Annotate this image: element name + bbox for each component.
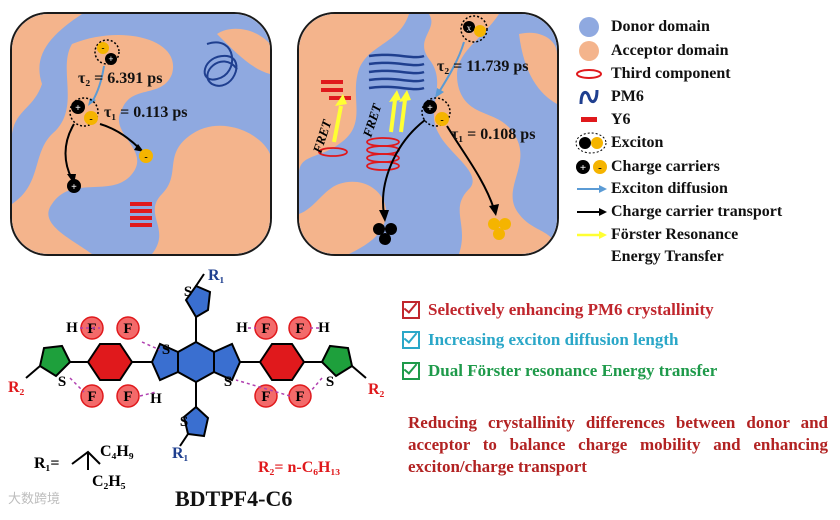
svg-text:H: H [236, 320, 248, 336]
svg-text:+: + [580, 162, 586, 174]
summary-text: Reducing crystallinity differences betwe… [408, 413, 828, 476]
svg-text:+: + [71, 182, 77, 193]
right-tau1-label: τ₁ = 0.108 ps [451, 126, 536, 143]
svg-text:F: F [123, 321, 132, 337]
pm6-icon [575, 86, 611, 108]
legend-item-acceptor: Acceptor domain [575, 40, 728, 62]
legend-item-y6: Y6 [575, 109, 631, 131]
r2-right-label: R₂ [368, 381, 385, 398]
check-item-fret: Dual Förster resonance Energy transfer [402, 361, 717, 381]
donor-domain-icon [575, 16, 611, 38]
y6-icon [575, 109, 611, 131]
charge-transport-icon [575, 201, 611, 223]
svg-text:+: + [108, 54, 113, 64]
svg-text:F: F [87, 389, 96, 405]
legend-item-exciton-diffusion: Exciton diffusion [575, 178, 728, 200]
svg-text:F: F [295, 389, 304, 405]
r2-left-label: R₂ [8, 379, 25, 396]
svg-text:S: S [180, 414, 188, 430]
legend-item-pm6: PM6 [575, 86, 644, 108]
r1-bottom-label: R₁ [172, 445, 189, 462]
svg-text:+: + [75, 103, 81, 114]
svg-text:H: H [318, 320, 330, 336]
checkbox-icon [402, 331, 420, 349]
fret-arrow-icon [575, 224, 611, 246]
legend-item-charge-carriers: +- Charge carriers [575, 156, 720, 178]
third-component-icon [575, 63, 611, 85]
svg-text:F: F [261, 321, 270, 337]
svg-text:-: - [598, 162, 602, 174]
svg-text:S: S [58, 374, 66, 390]
checkbox-icon [402, 362, 420, 380]
svg-text:F: F [123, 389, 132, 405]
svg-text:-: - [440, 115, 443, 126]
svg-text:H: H [66, 320, 78, 336]
r1-definition: R₁= [34, 455, 59, 472]
legend-item-charge-transport: Charge carrier transport [575, 201, 782, 223]
svg-text:H: H [150, 391, 162, 407]
right-morphology-drawing: FRET FRET x + - [299, 14, 557, 254]
svg-text:S: S [326, 374, 334, 390]
svg-text:S: S [162, 342, 170, 358]
r1-c4h9: C₄H₉ [100, 443, 134, 460]
svg-text:+: + [427, 103, 433, 114]
left-morphology-panel: + - + - + - τ₂ = 6.391 ps τ₁ = 0.113 ps [10, 12, 272, 256]
charge-carriers-icon: +- [575, 156, 611, 178]
watermark: 大数跨境 [8, 492, 61, 507]
r1-c2h5: C₂H₅ [92, 473, 126, 490]
legend-item-donor: Donor domain [575, 16, 710, 38]
svg-text:-: - [89, 114, 92, 125]
fluorine-atom: F [87, 321, 96, 337]
right-tau2-label: τ₂ = 11.739 ps [437, 58, 529, 75]
molecule-name: BDTPF4-C6 [175, 486, 293, 511]
exciton-diffusion-icon [575, 178, 611, 200]
svg-text:F: F [295, 321, 304, 337]
left-morphology-drawing: + - + - + - [12, 14, 270, 254]
legend-item-exciton: Exciton [575, 132, 663, 154]
check-item-crystallinity: Selectively enhancing PM6 crystallinity [402, 300, 714, 320]
svg-text:S: S [224, 374, 232, 390]
svg-text:S: S [184, 284, 192, 300]
r2-definition: R₂= n-C₆H₁₃ [258, 459, 340, 476]
legend-item-third-component: Third component [575, 63, 731, 85]
exciton-icon [575, 132, 611, 154]
right-morphology-panel: FRET FRET x + - τ₂ = 11.739 ps τ₁ = 0.10… [297, 12, 559, 256]
svg-text:x: x [467, 23, 472, 33]
left-tau2-label: τ₂ = 6.391 ps [78, 70, 163, 87]
molecule-structure: F F F F F F F F H H H H S S S S S S R₁ R₁ R₂ R₂ R… [8, 267, 385, 490]
r1-top-label: R₁ [208, 267, 225, 284]
legend-item-fret: Förster Resonance [575, 224, 738, 246]
svg-text:-: - [144, 152, 147, 163]
left-tau1-label: τ₁ = 0.113 ps [104, 104, 188, 121]
check-item-diffusion: Increasing exciton diffusion length [402, 330, 678, 350]
legend-item-fret-line2: Energy Transfer [611, 248, 724, 265]
acceptor-domain-icon [575, 40, 611, 62]
checkbox-icon [402, 301, 420, 319]
svg-text:-: - [102, 43, 105, 53]
svg-text:F: F [261, 389, 270, 405]
